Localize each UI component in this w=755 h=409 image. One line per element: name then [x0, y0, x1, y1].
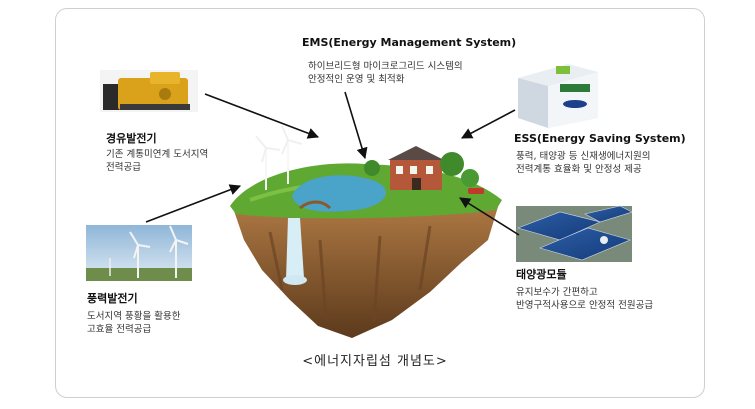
ess-description-line-1: 풍력, 태양광 등 신재생에너지원의 [516, 151, 651, 162]
diagram-caption: <에너지자립섬 개념도> [302, 354, 448, 369]
diesel-description-line-1: 기존 계통미연계 도서지역 [106, 149, 209, 160]
wind-description-line-2: 고효율 전력공급 [87, 324, 152, 335]
wind-title: 풍력발전기 [87, 292, 138, 305]
arrows [145, 91, 520, 236]
diesel-description-line-2: 전력공급 [106, 162, 141, 173]
solar-description-line-2: 반영구적사용으로 안정적 전원공급 [516, 300, 654, 311]
ems-title: EMS(Energy Management System) [302, 36, 517, 49]
diesel-title: 경유발전기 [106, 132, 157, 145]
wind-description-line-1: 도서지역 풍황을 활용한 [87, 311, 181, 322]
floating-island-image [230, 125, 502, 338]
solar-description-line-1: 유지보수가 간편하고 [516, 287, 598, 298]
arrow-wind-to-island [145, 184, 242, 223]
arrow-diesel-to-island [204, 93, 320, 139]
solar-title: 태양광모듈 [516, 268, 567, 281]
diesel-generator-image [100, 70, 198, 112]
arrow-solar-to-island [459, 197, 520, 236]
ess-container-image [518, 64, 598, 128]
solar-panel-image [516, 205, 633, 262]
wind-farm-image [86, 225, 192, 281]
ess-description-line-2: 전력계통 효율화 및 안정성 제공 [516, 164, 642, 175]
arrow-ems-to-island [344, 91, 368, 160]
arrow-ess-to-island [461, 109, 516, 139]
ems-description-line-1: 하이브리드형 마이크로그리드 시스템의 [308, 61, 463, 72]
ems-description-line-2: 안정적인 운영 및 최적화 [308, 74, 405, 85]
ess-title: ESS(Energy Saving System) [514, 132, 686, 145]
